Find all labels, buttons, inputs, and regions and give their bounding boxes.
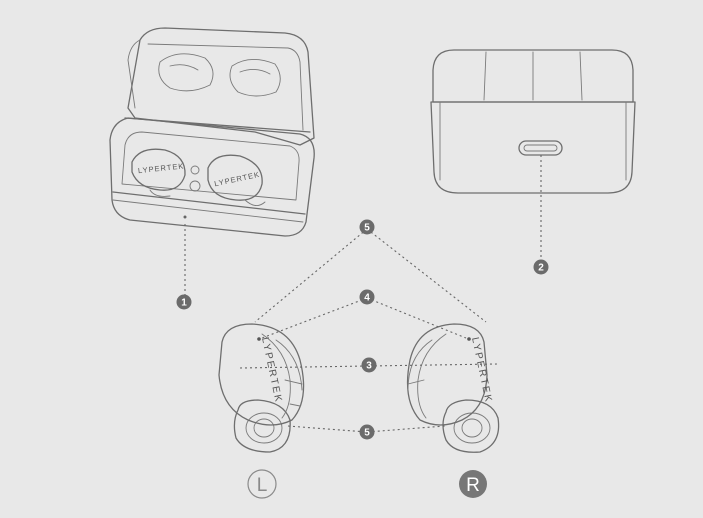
case-left-earbud-brand: LYPERTEK xyxy=(138,161,185,175)
right-side-marker: R xyxy=(459,470,487,498)
callout-1-label: 1 xyxy=(181,298,187,309)
case-right-earbud-brand: LYPERTEK xyxy=(213,170,260,188)
callout-4: 4 xyxy=(360,290,375,305)
left-side-label: L xyxy=(257,475,268,496)
earbud-left: LYPERTEK xyxy=(219,324,304,452)
callout-1: 1 xyxy=(177,295,192,310)
callout-5-bottom-label: 5 xyxy=(364,428,370,439)
callout-5-bottom: 5 xyxy=(360,425,375,440)
right-side-label: R xyxy=(466,475,480,496)
callout-2-label: 2 xyxy=(538,263,544,274)
left-earbud-brand: LYPERTEK xyxy=(259,336,284,404)
callout-5-top-label: 5 xyxy=(364,223,370,234)
right-earbud-brand: LYPERTEK xyxy=(469,336,494,404)
callout-3: 3 xyxy=(362,358,377,373)
callout-5-top: 5 xyxy=(360,220,375,235)
earbud-right: LYPERTEK xyxy=(408,324,499,452)
charging-case-open: LYPERTEK LYPERTEK xyxy=(110,28,314,236)
left-side-marker: L xyxy=(248,470,276,498)
callout-4-label: 4 xyxy=(364,293,370,304)
charging-case-back xyxy=(431,50,635,193)
callout-2: 2 xyxy=(534,260,549,275)
callout-3-label: 3 xyxy=(366,361,372,372)
